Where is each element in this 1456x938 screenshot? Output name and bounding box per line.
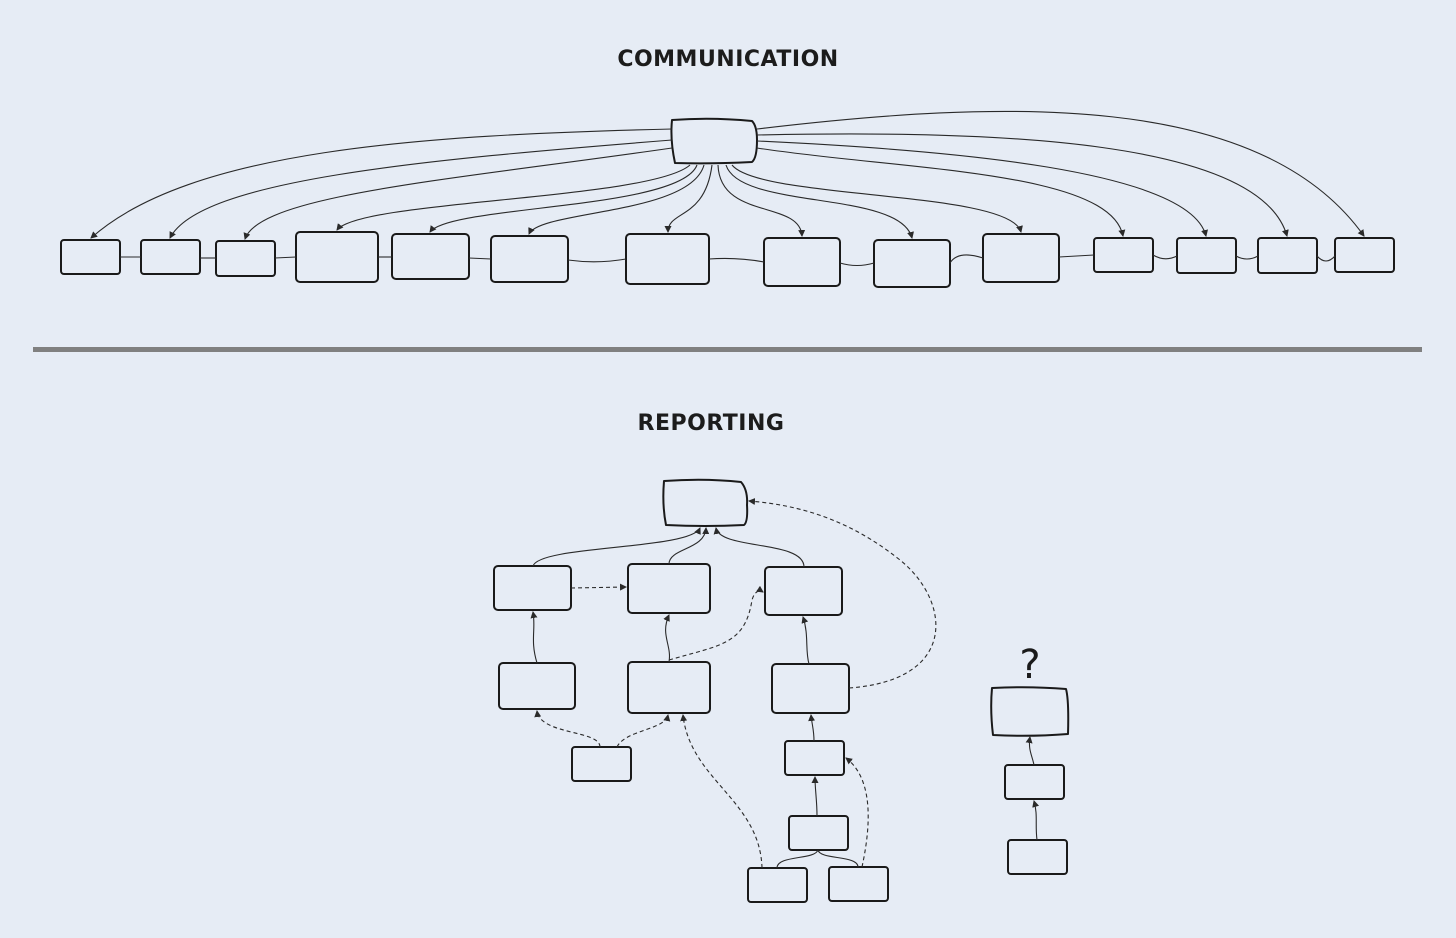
hub-node [670, 117, 758, 165]
top-node [662, 478, 749, 527]
isolated-child-node [1004, 764, 1065, 800]
small-node [788, 815, 849, 851]
member-node [140, 239, 201, 275]
member-node [763, 237, 841, 287]
question-mark: ? [1019, 642, 1040, 688]
member-node [1257, 237, 1318, 274]
communication-title: COMMUNICATION [617, 47, 838, 72]
member-node [391, 233, 470, 280]
reporting-nodes [493, 478, 1070, 903]
manager-node [764, 566, 843, 616]
manager-node [493, 565, 572, 611]
neighbor-links [120, 254, 1336, 267]
member-node [1093, 237, 1154, 273]
section-divider [33, 347, 1422, 352]
isolated-child-node [1007, 839, 1068, 875]
isolated-node [990, 686, 1070, 737]
small-node [784, 740, 845, 776]
member-node [625, 233, 710, 285]
reporting-links [530, 497, 1040, 869]
manager-node [627, 563, 711, 614]
member-node [873, 239, 951, 288]
communication-row [60, 231, 1395, 288]
member-node [295, 231, 379, 283]
member-node [1334, 237, 1395, 273]
small-node [747, 867, 808, 903]
member-node [1176, 237, 1237, 274]
member-node [490, 235, 569, 283]
member-node [215, 240, 276, 277]
member-node [982, 233, 1060, 283]
small-node [571, 746, 632, 782]
reporting-title: REPORTING [638, 411, 785, 436]
small-node [828, 866, 889, 902]
report-node [627, 661, 711, 714]
report-node [498, 662, 576, 710]
member-node [60, 239, 121, 275]
report-node [771, 663, 850, 714]
hub-links [90, 110, 1365, 240]
